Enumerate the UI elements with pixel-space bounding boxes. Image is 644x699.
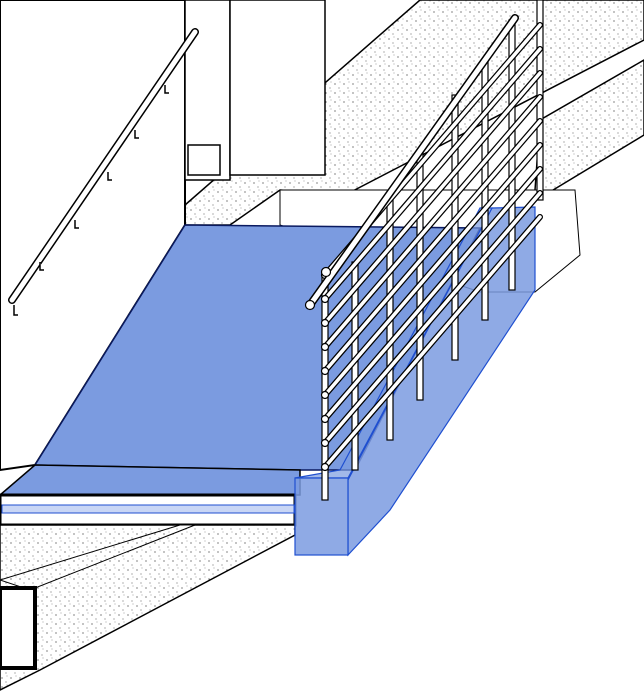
guard-railing[interactable] bbox=[304, 0, 544, 501]
railing-bar-highlight bbox=[323, 143, 542, 397]
railing-bar-highlight bbox=[323, 215, 542, 469]
wall-niche bbox=[187, 144, 221, 176]
railing-bar-highlight bbox=[323, 167, 542, 421]
handrail-end bbox=[304, 299, 316, 311]
floor-slab-front-strip bbox=[1, 504, 295, 514]
railing-bar-highlight bbox=[323, 191, 542, 445]
railing-bar-highlight bbox=[323, 47, 542, 301]
handrail-end bbox=[320, 266, 332, 278]
railing-bar-end bbox=[320, 294, 330, 304]
floor-slab-edge bbox=[0, 464, 301, 496]
top-handrail-highlight bbox=[307, 15, 518, 308]
railing-bar-end bbox=[320, 438, 330, 448]
railing-bar-end bbox=[320, 390, 330, 400]
railing-bar-end bbox=[320, 318, 330, 328]
wall-panel bbox=[229, 0, 326, 176]
railing-bar-end bbox=[320, 342, 330, 352]
foundation-block[interactable] bbox=[0, 586, 37, 670]
railing-bar-end bbox=[320, 462, 330, 472]
railing-bar-end bbox=[320, 414, 330, 424]
wall-handrail[interactable] bbox=[8, 28, 199, 316]
lower-concrete-wall[interactable] bbox=[0, 524, 296, 691]
railing-bar-highlight bbox=[323, 119, 542, 373]
railing-bar-highlight bbox=[323, 95, 542, 349]
railing-bar-highlight bbox=[323, 71, 542, 325]
railing-bar-end bbox=[320, 366, 330, 376]
